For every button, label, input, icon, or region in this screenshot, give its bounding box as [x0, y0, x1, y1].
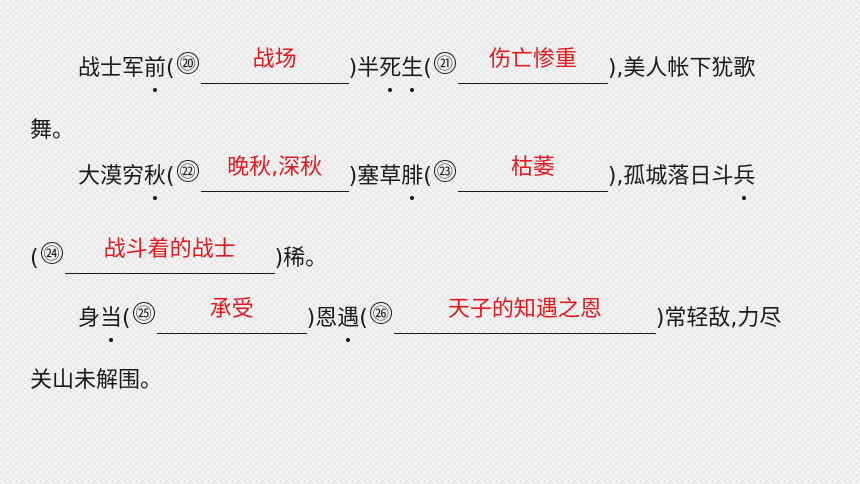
paren-open: ( — [423, 164, 432, 189]
circled-number-23: ㉓ — [433, 160, 456, 182]
poem-line-4: (㉔ 战斗着的战士 )稀。 — [30, 237, 328, 274]
answer-26: 天子的知遇之恩 — [447, 297, 602, 322]
dotted-char: 当 — [100, 304, 122, 342]
dotted-char: 遇 — [337, 304, 359, 342]
answer-23: 枯萎 — [510, 155, 555, 180]
text: )常轻敌,力尽 — [655, 306, 782, 331]
circled-number-22: ㉒ — [176, 160, 199, 182]
answer-blank-20: 战场 — [200, 47, 349, 84]
text: ),美人帐下犹歌 — [607, 56, 756, 81]
dotted-char: 腓 — [401, 162, 423, 200]
answer-25: 承受 — [209, 297, 254, 322]
answer-22: 晚秋,深秋 — [227, 155, 323, 180]
answer-blank-26: 天子的知遇之恩 — [393, 297, 656, 334]
paren-open: ( — [30, 246, 39, 271]
answer-blank-22: 晚秋,深秋 — [200, 155, 349, 192]
answer-24: 战斗着的战士 — [103, 237, 236, 262]
text: )恩 — [306, 306, 338, 331]
text: 舞。 — [30, 118, 75, 143]
text: )半 — [348, 56, 380, 81]
answer-blank-25: 承受 — [156, 297, 307, 334]
circled-number-24: ㉔ — [40, 242, 63, 264]
answer-blank-23: 枯萎 — [457, 155, 608, 192]
circled-number-21: ㉑ — [433, 52, 456, 74]
text: 大漠穷 — [78, 164, 145, 189]
text: ),孤城落日斗 — [607, 164, 734, 189]
text: 战士军 — [78, 56, 145, 81]
paren-open: ( — [122, 306, 131, 331]
text: 身 — [78, 306, 101, 331]
answer-blank-21: 伤亡惨重 — [457, 47, 608, 84]
text: 关山未解围。 — [30, 368, 163, 393]
dotted-char: 死 — [379, 54, 401, 92]
answer-20: 战场 — [252, 47, 297, 72]
dotted-char: 兵 — [733, 162, 755, 200]
poem-line-2: 舞。 — [30, 116, 74, 146]
paren-open: ( — [166, 164, 175, 189]
paren-open: ( — [166, 56, 175, 81]
dotted-char: 前 — [144, 54, 166, 92]
paren-open: ( — [423, 56, 432, 81]
circled-number-25: ㉕ — [132, 302, 155, 324]
circled-number-20: ⑳ — [176, 52, 199, 74]
dotted-char: 生 — [401, 54, 423, 92]
paren-open: ( — [359, 306, 368, 331]
dotted-char: 秋 — [144, 162, 166, 200]
answer-blank-24: 战斗着的战士 — [64, 237, 275, 274]
text: )塞草 — [348, 164, 402, 189]
text: )稀。 — [274, 246, 328, 271]
poem-line-6: 关山未解围。 — [30, 366, 162, 396]
answer-21: 伤亡惨重 — [488, 47, 577, 72]
circled-number-26: ㉖ — [369, 302, 392, 324]
